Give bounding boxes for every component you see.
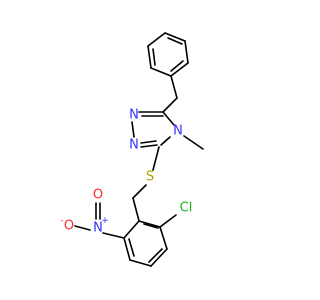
triazole-ring	[131, 111, 175, 148]
bond	[159, 226, 168, 250]
atom-o-nitro-single: O	[64, 219, 74, 234]
n-methyl-bond	[183, 135, 204, 150]
atom-o-nitro-double: O	[93, 188, 103, 203]
bond	[123, 220, 140, 239]
bond	[184, 40, 189, 64]
bond	[170, 60, 184, 72]
bond	[147, 45, 152, 69]
bond	[164, 32, 186, 42]
atom-n-nitro: N	[93, 221, 103, 236]
n-o-single-bond	[74, 225, 91, 231]
atom-cl: Cl	[180, 201, 193, 216]
c-cl-bond	[159, 214, 177, 228]
c-nitro-bond	[102, 232, 125, 239]
phenyl-ring	[147, 32, 189, 77]
bond	[148, 248, 163, 263]
atom-n-triazole-1: N	[129, 108, 139, 123]
atom-s: S	[146, 170, 154, 185]
bond	[140, 144, 158, 148]
bond	[160, 136, 171, 146]
bond	[132, 197, 140, 222]
benzyl-ch2-bond	[170, 75, 178, 99]
bond	[170, 62, 189, 77]
bond	[162, 111, 175, 126]
bond	[138, 220, 161, 228]
bond	[129, 259, 152, 267]
bond	[150, 248, 168, 267]
bond	[150, 67, 172, 77]
charge-minus: -	[60, 216, 63, 226]
benzyl-ch2-bond	[162, 97, 178, 113]
bond	[140, 140, 157, 144]
bond	[131, 121, 135, 138]
bond	[143, 223, 159, 229]
atom-n-triazole-2: N	[129, 138, 139, 153]
s-ch2-bond	[132, 184, 147, 199]
chloronitrobenzene-ring	[123, 197, 168, 267]
atom-n-triazole-4: N	[173, 124, 183, 139]
bond	[128, 238, 135, 257]
bond	[147, 32, 166, 47]
bond	[123, 237, 131, 261]
bond	[167, 37, 183, 45]
charge-plus: +	[101, 216, 109, 226]
molecule-structure: N N N S Cl N + O O -	[60, 32, 204, 267]
bond	[152, 48, 156, 66]
c-s-bond	[152, 146, 160, 171]
